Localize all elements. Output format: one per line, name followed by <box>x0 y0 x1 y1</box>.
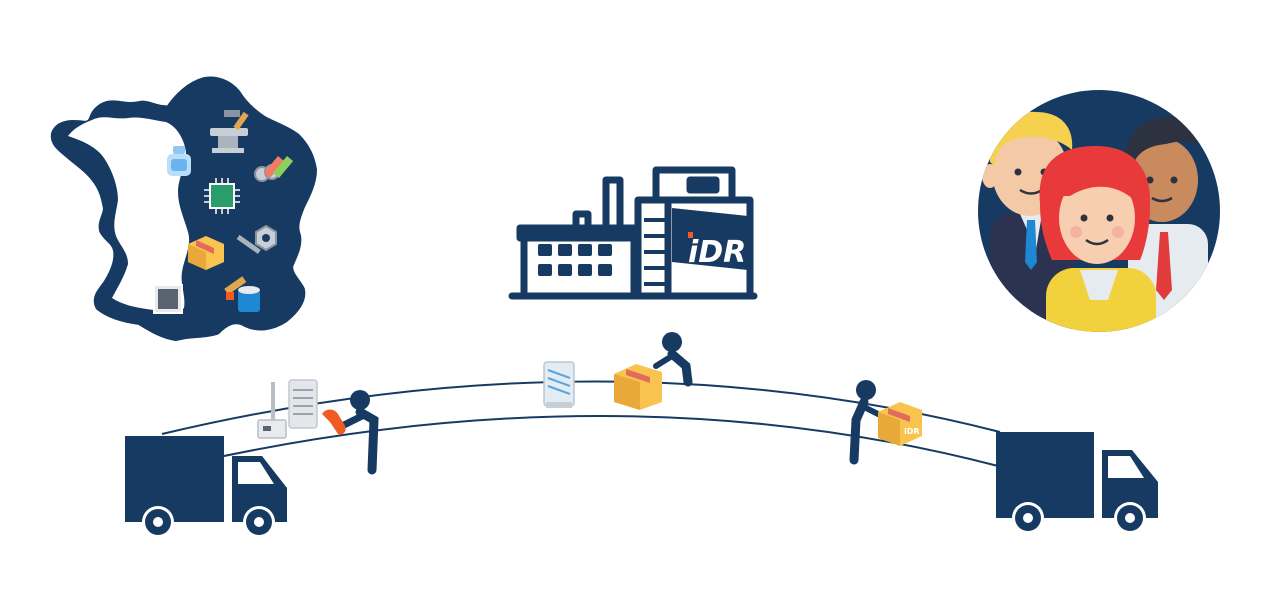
device-radiator-icon <box>543 361 575 408</box>
lower-arc <box>195 414 999 467</box>
parcel-icon <box>188 236 224 270</box>
paint-bucket-icon <box>224 276 260 312</box>
people-group <box>978 90 1220 332</box>
repair-worker <box>338 390 379 475</box>
device-heater-icon <box>288 379 318 429</box>
france-map-atlantic <box>68 117 190 313</box>
factory-logo-text: iDR <box>688 235 746 270</box>
hammer-anvil-icon <box>210 110 249 153</box>
upper-arc <box>161 380 1001 435</box>
red-haired-woman-avatar <box>1039 146 1156 332</box>
pipes-icon <box>254 156 294 182</box>
left-delivery-truck <box>125 436 287 538</box>
microchip-icon <box>204 178 240 214</box>
right-parcel-box: iDR <box>878 402 922 446</box>
france-map <box>50 76 317 341</box>
bolt-nut-icon <box>236 224 277 254</box>
right-delivery-truck <box>996 432 1158 534</box>
factory-logo: iDR <box>688 232 746 270</box>
wrench-icon <box>322 409 346 435</box>
panel-icon <box>153 284 183 314</box>
middle-parcel-box <box>614 364 662 410</box>
supply-chain-arcs <box>161 380 1001 467</box>
svg-text:iDR: iDR <box>904 427 920 436</box>
factory-building <box>508 166 758 300</box>
perfume-icon <box>167 146 191 176</box>
middle-worker <box>653 332 693 387</box>
device-lamp-icon <box>257 382 287 439</box>
